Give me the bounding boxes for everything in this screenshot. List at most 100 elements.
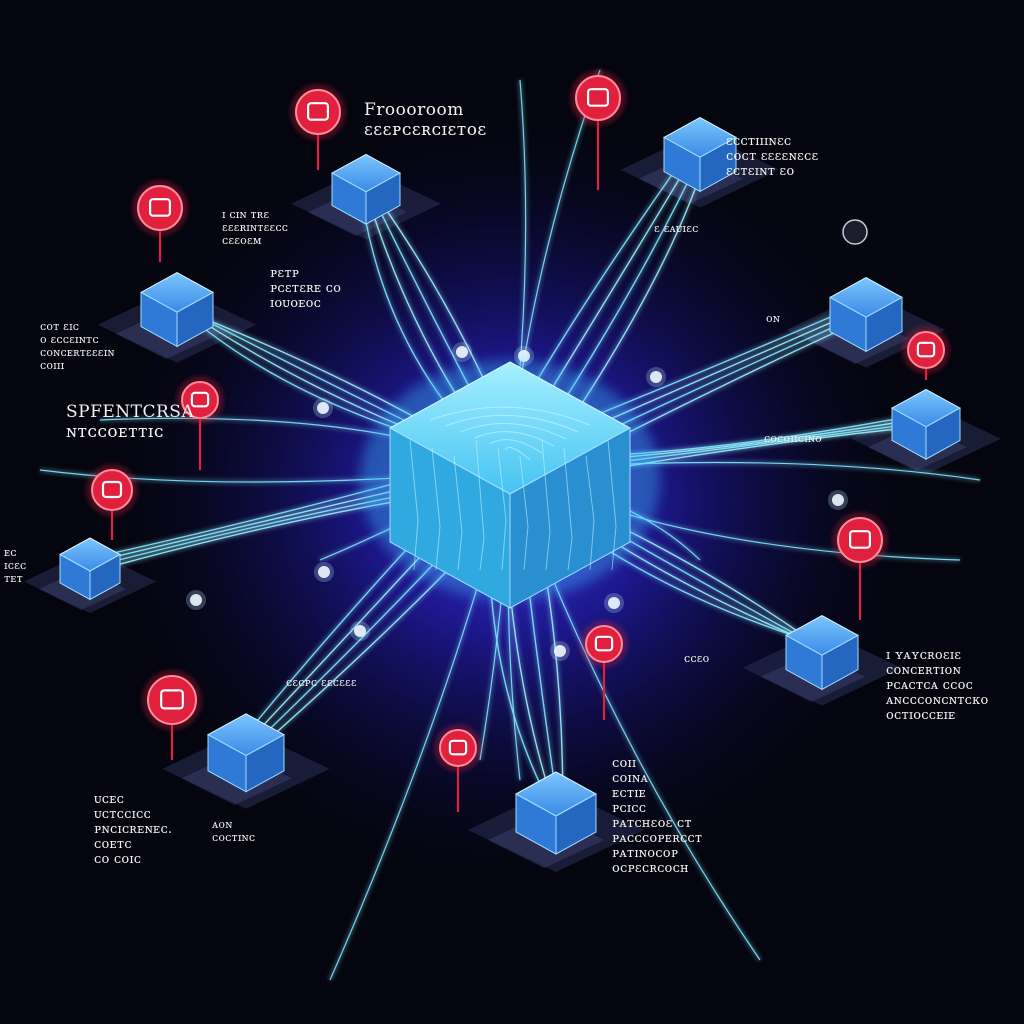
node-label-line: ᴘᴀᴄᴄᴄᴏᴘᴇʀᴄᴄᴛ [612,831,703,846]
node-label-line: ᴘᴀᴛᴄʜɛᴏɛ ᴄᴛ [612,816,692,831]
node-cube [58,537,122,601]
node-label-line: ᴀᴏɴ [212,818,233,831]
node-label-line: ᴏᴄᴛɪᴏᴄᴄᴇɪᴇ [886,708,956,723]
node-label-line: ᴘɴᴄɪᴄʀᴇɴᴇᴄ. [94,822,173,837]
node-label-line: ɛᴄᴄᴛɪɪɪɴɛᴄ [726,134,792,149]
hub-circuit-trace [541,439,551,571]
node-label-line: ᴄᴏᴄᴏɪɪᴄɪɴᴏ [764,432,823,445]
node-label-line: SPFENTCRSA [66,402,195,422]
junction-dot [608,597,620,609]
hub-circuit-trace [489,439,543,454]
location-pins [86,70,950,812]
node-cube [139,272,215,348]
location-pin-icon [295,89,341,135]
cube-right-face [365,172,401,225]
hub-circuit-trace [409,439,419,571]
node-cube [784,615,860,691]
node-label: ɛ ɛᴀᴜɪɛᴄ [654,222,699,235]
node-label: ᴄᴏᴄᴏɪɪᴄɪɴᴏ [764,432,822,445]
hub-circuit-trace [474,431,555,447]
cube-right-face [865,296,903,353]
node-label-line: ᴘᴄɛᴛɛʀᴇ ᴄᴏ [270,281,342,296]
node-label: ᴄɛᴄᴘᴄ ɛɛᴄɛɛɛ [286,676,357,689]
node-label-line: ᴘᴀᴛɪɴᴏᴄᴏᴘ [612,846,679,861]
cube-right-face [925,407,961,460]
shield-icon [842,219,868,245]
node-label-line: ᴏᴄᴘɛᴄʀᴄᴏᴄʜ [612,861,689,876]
node-cube [890,388,962,460]
node-label-line: ᴇᴄᴛɪᴇ [612,786,647,801]
pin-glyph-icon [307,102,330,121]
hub-circuit-trace [431,447,441,571]
pin-glyph-icon [594,635,614,652]
node-label-line: ᴄᴏᴇᴛᴄ [94,837,132,852]
node-label-line: ᴄᴄɛᴏ [684,652,710,665]
node-label-line: ᴜᴄᴛᴄᴄɪᴄᴄ [94,807,151,822]
node-label: ᴄᴄɛᴏ [684,652,709,665]
junction-dot [456,346,468,358]
peripheral-nodes [58,117,962,855]
node-label-line: ᴄᴏᴛ ɛɪᴄ [40,320,80,333]
location-pin-icon [137,185,183,231]
junction-dot [190,594,202,606]
location-pin-icon [439,729,477,767]
node-label-line: ᴄɛɛᴏɛᴍ [222,234,262,247]
hub-circuit-trace [504,447,531,461]
node-label-line: ᴄɛᴄᴘᴄ ɛɛᴄɛɛɛ [286,676,357,689]
hub-circuit-trace [563,447,573,571]
node-label-line: ᴄᴏᴄᴛ ɛɛɛɛɴɛᴄɛ [726,149,819,164]
location-pin-icon [907,331,945,369]
cube-right-face [555,793,597,855]
hub-circuit-trace [453,455,463,571]
location-pin-icon [837,517,883,563]
pin-glyph-icon [848,530,871,549]
junction-dot [518,350,530,362]
node-label-line: ɪ ʏᴀʏᴄʀᴏɛɪɛ [886,648,962,663]
node-label-line: ᴄᴏ ᴄᴏɪᴄ [94,852,142,867]
location-pin-icon [575,75,621,121]
node-label-line: ᴄᴏɪɪ [612,756,637,771]
node-label-line: ɛɛɛʀɪɴᴛɛɛᴄᴄ [222,221,289,234]
pin-glyph-icon [190,391,210,408]
node-label-line: ᴘᴄᴀᴄᴛᴄᴀ ᴄᴄᴏᴄ [886,678,974,693]
cube-right-face [821,634,859,691]
node-label-line: Froooroom [364,100,464,120]
node-label-line: ɴᴛᴄᴄᴏᴇᴛᴛɪᴄ [66,422,164,442]
cube-right-face [176,291,214,348]
junction-dot [318,566,330,578]
junction-dot-halo [452,342,472,362]
junction-dot [650,371,662,383]
node-label-line: ᴛᴇᴛ [4,572,23,585]
node-cube [330,153,402,225]
pin-glyph-icon [160,689,184,710]
location-pin-icon [91,469,133,511]
pin-glyph-icon [101,480,123,499]
node-label-line: ɛɛɛᴘᴄɛʀᴄɪɛᴛoɛ [364,120,487,140]
junction-dot [554,645,566,657]
cube-right-face [245,733,285,793]
node-label-line: ᴘᴄɪᴄᴄ [612,801,647,816]
junction-dot [354,625,366,637]
location-pin-icon [147,675,197,725]
node-label: ᴏɴ [766,312,780,325]
junction-dot-halo [550,641,570,661]
node-label-line: ɛ ɛᴀᴜɪɛᴄ [654,222,699,235]
hub-circuit-trace [459,423,567,440]
junction-dot [832,494,844,506]
node-label-line: ᴜᴄᴇᴄ [94,792,125,807]
node-cube [514,771,598,855]
hub-circuit-trace [444,414,579,433]
node-label-line: ᴄᴏᴄᴛɪɴᴄ [212,831,256,844]
node-cube [206,713,286,793]
node-label-line: ᴄᴏɴᴄᴇʀᴛɛɛɛɪɴ [40,346,115,359]
node-label-line: ɪ ᴄɪɴ ᴛʀɛ [222,208,270,221]
